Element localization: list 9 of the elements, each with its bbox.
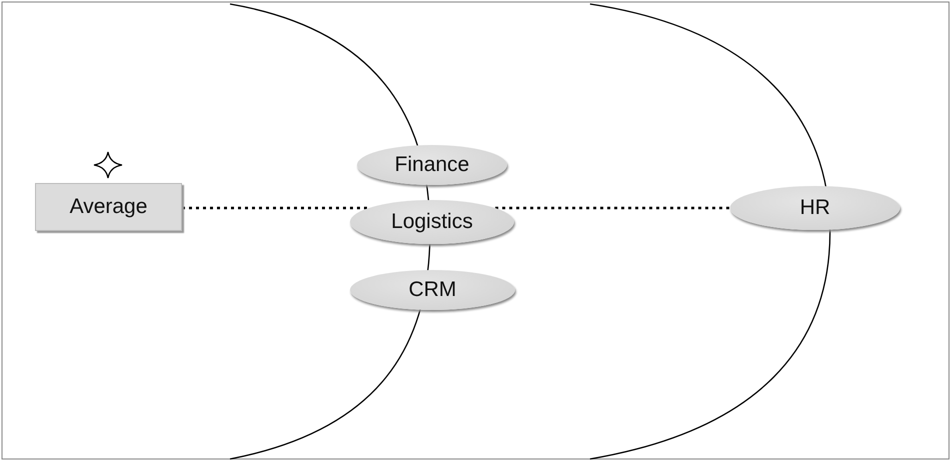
node-label: Logistics [391, 210, 473, 234]
node-label: HR [800, 196, 830, 220]
label-box [35, 183, 182, 231]
node-label: Finance [394, 153, 470, 177]
connector-line [182, 206, 369, 210]
connector-line [495, 206, 730, 210]
ellipse-node [350, 200, 514, 244]
node-label: CRM [408, 278, 456, 302]
node-label: Average [70, 195, 148, 219]
